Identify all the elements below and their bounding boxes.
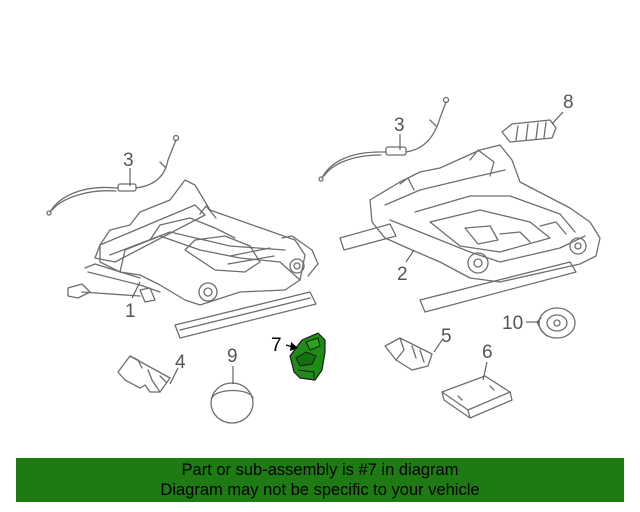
leader-lines (129, 111, 564, 385)
parts-diagram: 1 2 3 3 4 5 6 7 8 9 10 (46, 92, 601, 424)
info-banner: Part or sub-assembly is #7 in diagram Di… (16, 458, 624, 502)
part-9-cap (210, 382, 254, 424)
part-8-switch-bezel (501, 119, 557, 143)
part-1-seat-track-left (67, 179, 319, 339)
part-5-bracket (384, 337, 433, 371)
part-3-cable-right (318, 96, 450, 182)
banner-line-2: Diagram may not be specific to your vehi… (160, 481, 480, 499)
callout-5: 5 (441, 326, 452, 347)
callout-1: 1 (125, 301, 136, 322)
part-10-motor (536, 307, 576, 339)
banner-line-1: Part or sub-assembly is #7 in diagram (181, 461, 459, 479)
callout-2: 2 (397, 264, 408, 285)
callout-8: 8 (563, 92, 574, 113)
callout-4: 4 (175, 352, 186, 373)
part-2-seat-track-right (339, 144, 601, 313)
callout-3-left: 3 (123, 150, 134, 171)
callout-6: 6 (482, 342, 493, 363)
callout-7: 7 (271, 335, 282, 356)
callout-9: 9 (227, 346, 238, 367)
callout-3-right: 3 (394, 115, 405, 136)
part-4-bracket (117, 355, 171, 393)
part-7-seat-switch (289, 332, 326, 381)
callout-10: 10 (502, 313, 523, 334)
part-3-cable-left (46, 134, 180, 216)
part-6-module (441, 375, 513, 419)
